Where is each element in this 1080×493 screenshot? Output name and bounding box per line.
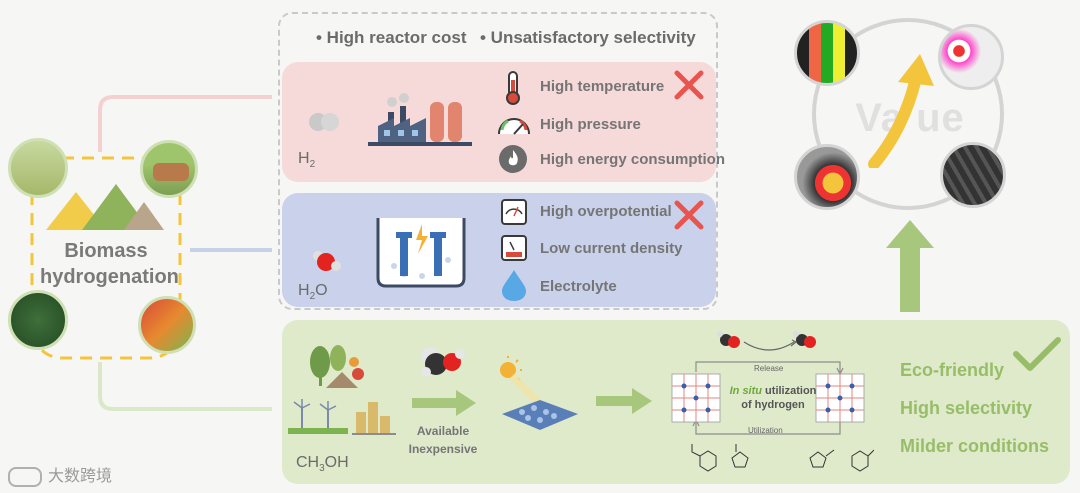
electro-issue-electrolyte: Electrolyte [540, 278, 617, 295]
electrocatalysis-panel [282, 193, 716, 307]
issue-selectivity: • Unsatisfactory selectivity [480, 28, 696, 47]
fuel-pump-photo [794, 20, 860, 86]
h2-molecule-icon [309, 113, 339, 131]
thermal-panel [282, 62, 716, 182]
pressure-gauge-icon [498, 118, 530, 135]
biomass-pile-icon [46, 184, 164, 230]
release-label: Release [754, 364, 784, 373]
cross-icon [674, 70, 704, 100]
thermal-issue-temperature: High temperature [540, 78, 665, 95]
methanol-advantages: Available Inexpensive [408, 424, 478, 456]
vegetables-photo [138, 296, 196, 354]
furan-structures [691, 444, 874, 472]
h2o-formula: H2O [298, 282, 328, 303]
tree-photo [8, 290, 68, 350]
flow-arrow-1 [412, 390, 476, 416]
benefit-milder-conditions: Milder conditions [900, 436, 1050, 456]
methanol-molecule-icon [421, 347, 465, 377]
electrolysis-cell-icon [376, 218, 466, 288]
wind-farm-icon [288, 399, 348, 434]
thermometer-icon [506, 71, 520, 105]
issue-reactor-cost: • High reactor cost [316, 28, 467, 47]
benefit-high-selectivity: High selectivity [900, 398, 1033, 418]
benefit-eco-friendly: Eco-friendly [900, 360, 1005, 380]
cross-icon [674, 200, 704, 230]
yellow-up-arrow [868, 54, 934, 168]
insitu-cycle-diagram [671, 331, 874, 472]
biomass-connectors [30, 95, 272, 411]
plastics-photo [794, 144, 860, 210]
biomass-small-icon [310, 345, 364, 388]
ammeter-icon [501, 235, 527, 261]
value-ring [812, 18, 1004, 210]
watermark: 大数跨境 [8, 462, 112, 487]
h2-formula: H2 [298, 150, 316, 171]
check-icon [1013, 337, 1061, 371]
flame-icon [499, 145, 527, 173]
thermal-issue-pressure: High pressure [540, 116, 641, 133]
water-molecule-icon [313, 251, 341, 271]
photocatalyst-icon [500, 356, 578, 430]
factory-icon [368, 93, 472, 146]
catalyst-lattice-left [671, 373, 721, 423]
pills-photo [938, 24, 1004, 90]
voltmeter-icon [501, 199, 527, 225]
plant-tower-icon [352, 402, 396, 435]
utilization-label: Utilization [748, 426, 783, 435]
catalyst-lattice-right [815, 373, 865, 423]
electro-issue-current-density: Low current density [540, 240, 683, 257]
tires-photo [940, 142, 1006, 208]
biomass-label: Biomass hydrogenation [40, 240, 179, 288]
insitu-label: In situ utilization of hydrogen [729, 385, 817, 411]
cow-photo [140, 140, 198, 198]
flow-arrow-2 [596, 388, 652, 414]
wheat-photo [8, 138, 68, 198]
thermal-issue-energy: High energy consumption [540, 151, 726, 168]
upward-arrow [886, 220, 934, 312]
electro-issue-overpotential: High overpotential [540, 203, 672, 220]
conventional-methods-box [278, 12, 718, 310]
water-drop-icon [502, 270, 526, 301]
methanol-formula: CH3OH [296, 454, 349, 475]
watermark-logo-icon [8, 466, 42, 487]
value-products-group: Va ue [780, 6, 1040, 216]
biomass-group: Biomass hydrogenation [0, 0, 280, 493]
